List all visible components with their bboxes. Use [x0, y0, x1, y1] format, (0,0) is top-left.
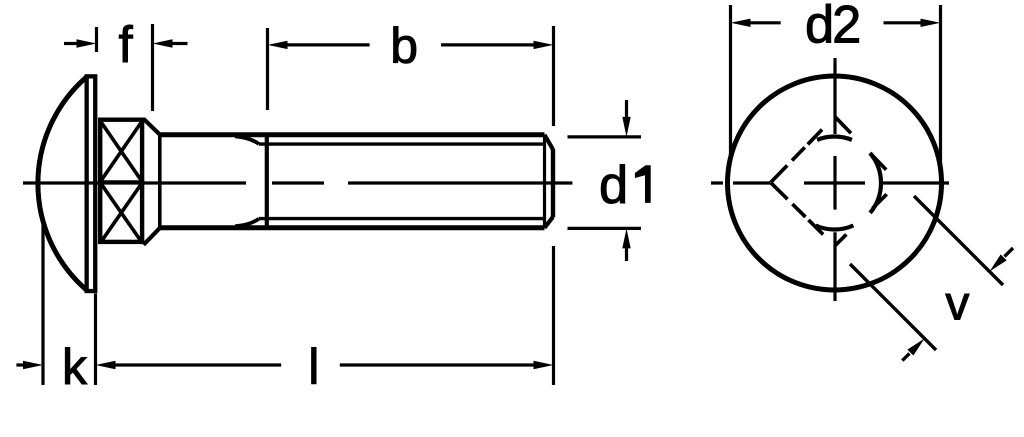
svg-text:d: d: [805, 0, 834, 55]
svg-text:l: l: [308, 339, 319, 395]
svg-text:v: v: [945, 278, 969, 331]
svg-text:k: k: [62, 339, 88, 395]
svg-text:b: b: [390, 18, 418, 74]
svg-text:f: f: [119, 16, 134, 73]
svg-text:d: d: [599, 156, 628, 215]
svg-text:2: 2: [832, 0, 861, 55]
